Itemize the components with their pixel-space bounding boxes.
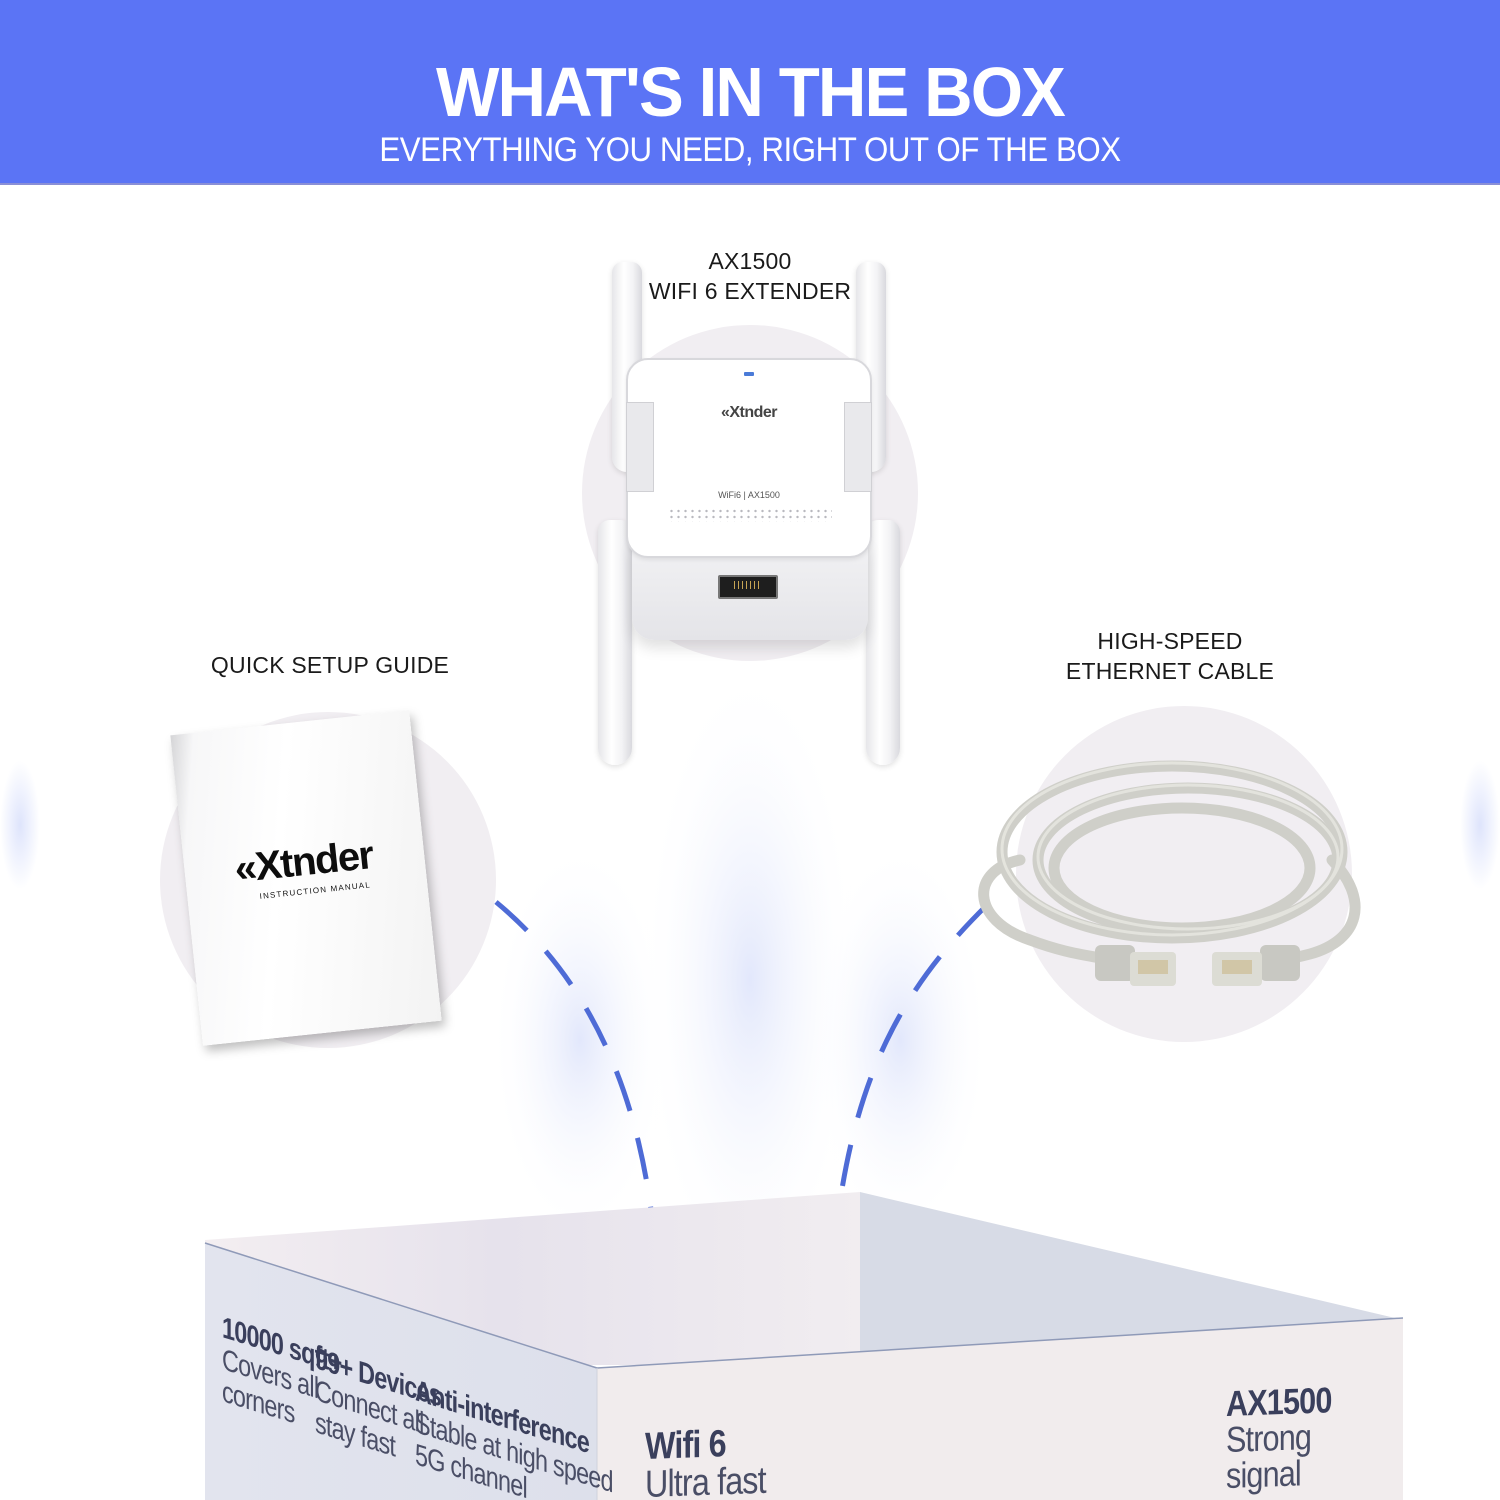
feature-ax1500-line1: Strong [1226, 1416, 1312, 1460]
box-front-face [597, 1318, 1403, 1500]
header-banner: WHAT'S IN THE BOX EVERYTHING YOU NEED, R… [0, 0, 1500, 185]
circuit-pattern-right [844, 402, 872, 492]
antenna-bottom-right [866, 520, 900, 765]
cable-label: HIGH-SPEED ETHERNET CABLE [1020, 626, 1320, 686]
right-edge-glow [1460, 760, 1500, 890]
vent-dots [668, 508, 832, 522]
status-led [744, 372, 754, 376]
extender-model-text: WiFi6 | AX1500 [718, 490, 780, 500]
ethernet-port [718, 575, 778, 599]
feature-wifi6: Wifi 6 Ultra fast [645, 1423, 766, 1500]
rj45-plug-right [1212, 945, 1300, 986]
box-left-face [205, 1243, 597, 1500]
feature-wifi6-line1: Ultra fast [645, 1459, 766, 1500]
antenna-bottom-left [598, 520, 632, 765]
page-subtitle: EVERYTHING YOU NEED, RIGHT OUT OF THE BO… [379, 131, 1121, 169]
extender-label-line1: AX1500 [708, 248, 792, 274]
left-edge-glow [0, 760, 40, 890]
ethernet-cable [978, 760, 1361, 986]
feature-ax1500: AX1500 Strong signal [1226, 1379, 1332, 1496]
cable-label-line2: ETHERNET CABLE [1065, 658, 1275, 684]
box-inner-right [860, 1192, 1395, 1365]
manual-label: QUICK SETUP GUIDE [210, 652, 450, 678]
cable-label-line1: HIGH-SPEED [1097, 628, 1243, 654]
feature-ax1500-line2: signal [1226, 1452, 1301, 1496]
circuit-pattern-left [626, 402, 654, 492]
rj45-plug-left [1095, 945, 1176, 986]
extender-label: AX1500 WIFI 6 EXTENDER [600, 246, 900, 306]
extender-logo: «Xtnder [720, 404, 778, 421]
feature-ax1500-heading: AX1500 [1226, 1379, 1332, 1424]
extender-label-line2: WIFI 6 EXTENDER [648, 278, 852, 304]
page-title: WHAT'S IN THE BOX [436, 53, 1066, 131]
